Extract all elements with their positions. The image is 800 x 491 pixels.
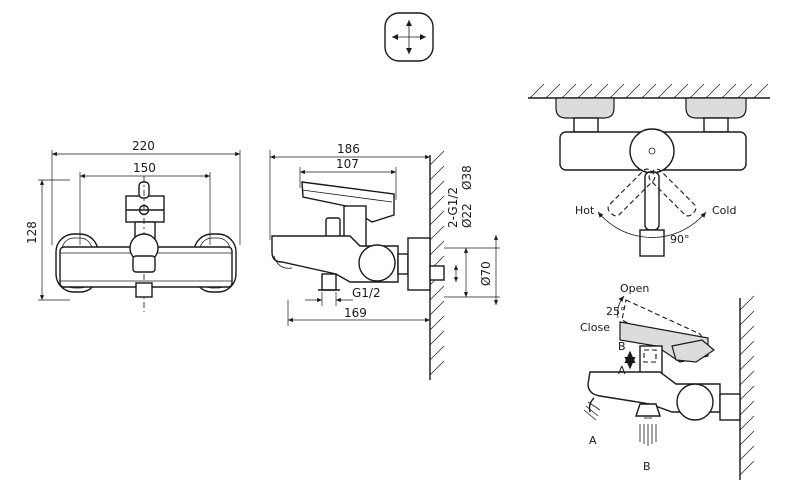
handle-rotation-view: Hot Cold 90° xyxy=(528,83,770,257)
label-arrow-b: B xyxy=(618,340,626,353)
dim-flange-outer: Ø38 xyxy=(460,165,474,190)
label-arrow-a: A xyxy=(618,364,626,377)
dim-spout: 169 xyxy=(344,306,367,320)
wall-hatch xyxy=(429,150,445,376)
label-open: Open xyxy=(620,282,649,295)
label-outlet-a: A xyxy=(589,434,597,447)
label-cold: Cold xyxy=(712,204,736,217)
dim-pipe: Ø70 xyxy=(479,261,493,286)
label-close: Close xyxy=(580,321,610,334)
wall-hatch-2 xyxy=(739,295,755,476)
dim-height: 128 xyxy=(25,221,39,244)
lever-operation-view: Open 25° Close B A A B xyxy=(580,282,755,480)
dim-depth: 186 xyxy=(337,142,360,156)
dim-outlet-thread: G1/2 xyxy=(352,286,381,300)
front-view: 220 150 128 xyxy=(25,139,241,312)
label-outlet-b: B xyxy=(643,460,651,473)
label-hot: Hot xyxy=(575,204,595,217)
dim-centers: 150 xyxy=(133,161,156,175)
label-angle-25: 25° xyxy=(606,305,626,318)
mounting-icon xyxy=(384,12,434,62)
side-view: 186 107 G1/2 169 xyxy=(269,142,500,380)
dim-overall-width: 220 xyxy=(132,139,155,153)
ceiling-hatch xyxy=(529,83,769,99)
dim-inlet-thread: 2-G1/2 xyxy=(446,187,460,228)
label-angle-90: 90° xyxy=(670,233,690,246)
dim-flange-inner: Ø22 xyxy=(460,203,474,228)
dim-lever: 107 xyxy=(336,157,359,171)
